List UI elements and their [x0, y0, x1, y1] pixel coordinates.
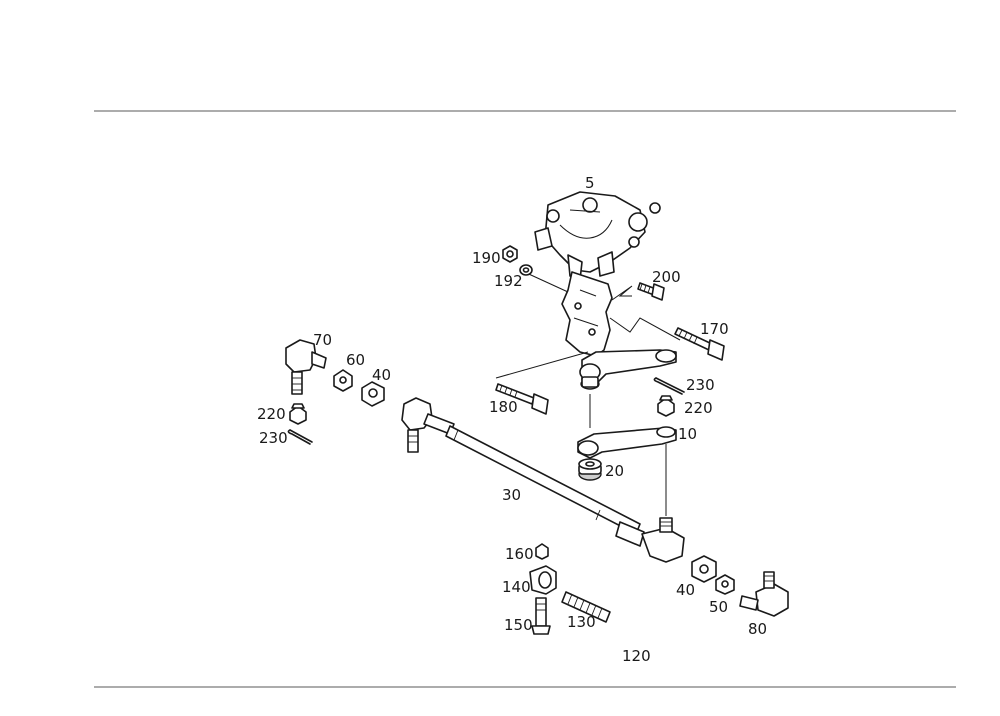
- callout-200: 200: [652, 268, 681, 286]
- callout-60: 60: [346, 351, 365, 369]
- callout-20: 20: [605, 462, 624, 480]
- bushing-20[interactable]: [578, 458, 602, 481]
- tie-rod-end-80[interactable]: [739, 571, 789, 617]
- steering-gear-box[interactable]: [534, 191, 661, 281]
- clamp-140[interactable]: [529, 565, 557, 595]
- nut-160[interactable]: [535, 543, 549, 560]
- tie-rod-30[interactable]: [401, 397, 685, 563]
- callout-160: 160: [505, 545, 534, 563]
- callout-170: 170: [700, 320, 729, 338]
- bolt-200[interactable]: [637, 282, 665, 301]
- pitman-arm[interactable]: [579, 349, 677, 390]
- callout-230-left: 230: [259, 429, 288, 447]
- bolt-150[interactable]: [531, 597, 551, 635]
- idler-arm[interactable]: [577, 426, 677, 459]
- nut-40-right[interactable]: [691, 555, 717, 583]
- bolt-180[interactable]: [495, 383, 549, 415]
- callout-70: 70: [313, 331, 332, 349]
- callout-220-right: 220: [684, 399, 713, 417]
- steering-bracket[interactable]: [561, 271, 613, 357]
- tie-rod-end-70[interactable]: [285, 339, 327, 395]
- callout-120: 120: [622, 647, 651, 665]
- callout-220-left: 220: [257, 405, 286, 423]
- castle-nut-220-left[interactable]: [289, 403, 307, 425]
- callout-50: 50: [709, 598, 728, 616]
- callout-80: 80: [748, 620, 767, 638]
- cotter-pin-230-right[interactable]: [653, 377, 685, 395]
- callout-180: 180: [489, 398, 518, 416]
- nut-190[interactable]: [502, 245, 518, 263]
- bolt-170[interactable]: [674, 327, 725, 361]
- callout-10: 10: [678, 425, 697, 443]
- callout-190: 190: [472, 249, 501, 267]
- callout-30: 30: [502, 486, 521, 504]
- nut-60[interactable]: [333, 369, 353, 392]
- castle-nut-220-right[interactable]: [657, 395, 675, 417]
- callout-130: 130: [567, 613, 596, 631]
- callout-230-right: 230: [686, 376, 715, 394]
- washer-192[interactable]: [519, 264, 533, 276]
- nut-40-left[interactable]: [361, 381, 385, 407]
- callout-5: 5: [585, 174, 595, 192]
- callout-150: 150: [504, 616, 533, 634]
- callout-40-left: 40: [372, 366, 391, 384]
- adjusting-sleeve-130[interactable]: [561, 591, 611, 623]
- callout-192: 192: [494, 272, 523, 290]
- nut-50[interactable]: [715, 574, 735, 595]
- cotter-pin-230-left[interactable]: [287, 429, 313, 445]
- callout-40-right: 40: [676, 581, 695, 599]
- callout-140: 140: [502, 578, 531, 596]
